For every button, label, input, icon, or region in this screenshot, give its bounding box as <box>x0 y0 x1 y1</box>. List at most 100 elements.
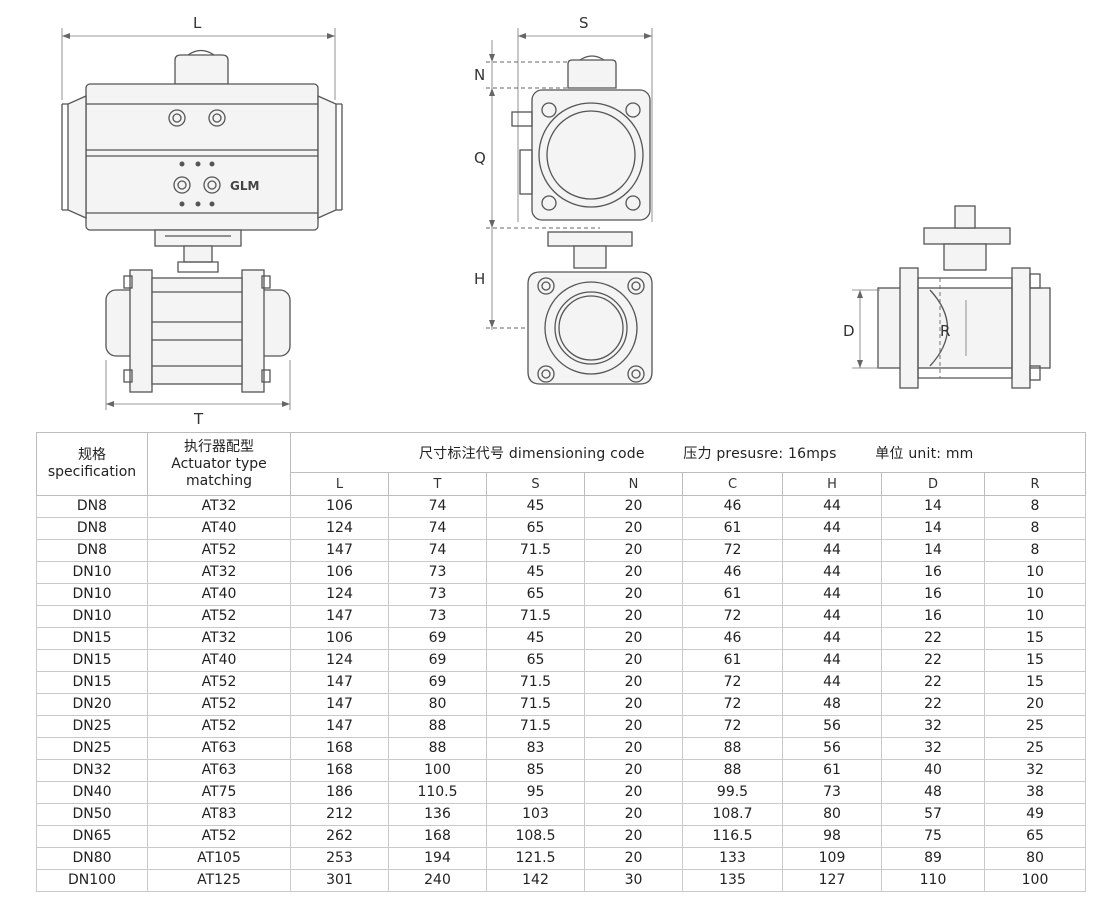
table-cell: 38 <box>984 781 1086 804</box>
table-cell: 147 <box>290 693 389 716</box>
table-cell: 253 <box>290 847 389 870</box>
table-cell: 15 <box>984 671 1086 694</box>
table-cell: 95 <box>486 781 585 804</box>
table-cell: DN10 <box>36 605 148 628</box>
table-cell: 85 <box>486 759 585 782</box>
table-cell: 69 <box>388 649 487 672</box>
table-cell: 73 <box>388 583 487 606</box>
table-cell: AT52 <box>147 715 291 738</box>
table-cell: 45 <box>486 561 585 584</box>
table-cell: DN40 <box>36 781 148 804</box>
table-cell: 108.7 <box>682 803 783 826</box>
table-cell: 147 <box>290 671 389 694</box>
table-cell: 20 <box>584 517 683 540</box>
table-cell: 25 <box>984 715 1086 738</box>
front-view: L GLM <box>61 14 343 428</box>
table-cell: 147 <box>290 715 389 738</box>
table-cell: 100 <box>388 759 487 782</box>
table-cell: 49 <box>984 803 1086 826</box>
table-cell: 72 <box>682 671 783 694</box>
table-cell: 45 <box>486 495 585 518</box>
table-cell: 75 <box>881 825 985 848</box>
table-cell: DN15 <box>36 671 148 694</box>
table-cell: 14 <box>881 517 985 540</box>
table-cell: 32 <box>984 759 1086 782</box>
table-cell: 15 <box>984 649 1086 672</box>
table-cell: 44 <box>782 583 882 606</box>
table-cell: AT40 <box>147 649 291 672</box>
table-cell: 8 <box>984 539 1086 562</box>
table-cell: 88 <box>682 759 783 782</box>
table-cell: 106 <box>290 495 389 518</box>
table-cell: 89 <box>881 847 985 870</box>
table-cell: AT125 <box>147 869 291 892</box>
col-header: T <box>388 472 487 496</box>
table-cell: 20 <box>584 759 683 782</box>
table-cell: 83 <box>486 737 585 760</box>
table-cell: AT52 <box>147 539 291 562</box>
table-cell: 133 <box>682 847 783 870</box>
table-cell: AT52 <box>147 671 291 694</box>
table-cell: AT63 <box>147 737 291 760</box>
table-cell: 44 <box>782 517 882 540</box>
table-cell: 20 <box>584 649 683 672</box>
technical-drawings: L GLM <box>0 0 1119 430</box>
table-cell: 14 <box>881 495 985 518</box>
table-cell: 22 <box>881 671 985 694</box>
code-header-row: 尺寸标注代号 dimensioning code 压力 presusre: 16… <box>290 432 1086 473</box>
table-cell: DN8 <box>36 517 148 540</box>
table-cell: 25 <box>984 737 1086 760</box>
table-cell: 8 <box>984 517 1086 540</box>
col-header: C <box>682 472 783 496</box>
table-cell: 72 <box>682 715 783 738</box>
table-cell: 71.5 <box>486 715 585 738</box>
table-cell: 65 <box>984 825 1086 848</box>
dim-label-T: T <box>193 410 204 428</box>
table-cell: 65 <box>486 517 585 540</box>
table-cell: 106 <box>290 561 389 584</box>
table-cell: AT32 <box>147 627 291 650</box>
table-cell: 48 <box>881 781 985 804</box>
table-cell: DN25 <box>36 715 148 738</box>
table-cell: AT40 <box>147 517 291 540</box>
table-cell: 135 <box>682 869 783 892</box>
table-cell: AT83 <box>147 803 291 826</box>
table-cell: 56 <box>782 737 882 760</box>
table-cell: 103 <box>486 803 585 826</box>
table-cell: 74 <box>388 539 487 562</box>
col-header: R <box>984 472 1086 496</box>
table-cell: AT52 <box>147 605 291 628</box>
table-cell: 100 <box>984 869 1086 892</box>
table-cell: 98 <box>782 825 882 848</box>
table-cell: 61 <box>682 649 783 672</box>
table-cell: AT52 <box>147 825 291 848</box>
table-cell: 10 <box>984 561 1086 584</box>
table-cell: 147 <box>290 605 389 628</box>
table-cell: 20 <box>584 495 683 518</box>
table-cell: 80 <box>388 693 487 716</box>
table-cell: 8 <box>984 495 1086 518</box>
table-cell: AT40 <box>147 583 291 606</box>
table-cell: 30 <box>584 869 683 892</box>
table-cell: 262 <box>290 825 389 848</box>
col-header: H <box>782 472 882 496</box>
table-cell: 71.5 <box>486 539 585 562</box>
spec-header-en: specification <box>47 464 137 480</box>
table-cell: 74 <box>388 495 487 518</box>
table-cell: AT52 <box>147 693 291 716</box>
table-cell: 69 <box>388 627 487 650</box>
table-cell: 16 <box>881 605 985 628</box>
section-view: D R <box>843 205 1051 389</box>
table-cell: 20 <box>584 627 683 650</box>
table-cell: 44 <box>782 495 882 518</box>
table-cell: 46 <box>682 495 783 518</box>
table-cell: DN65 <box>36 825 148 848</box>
